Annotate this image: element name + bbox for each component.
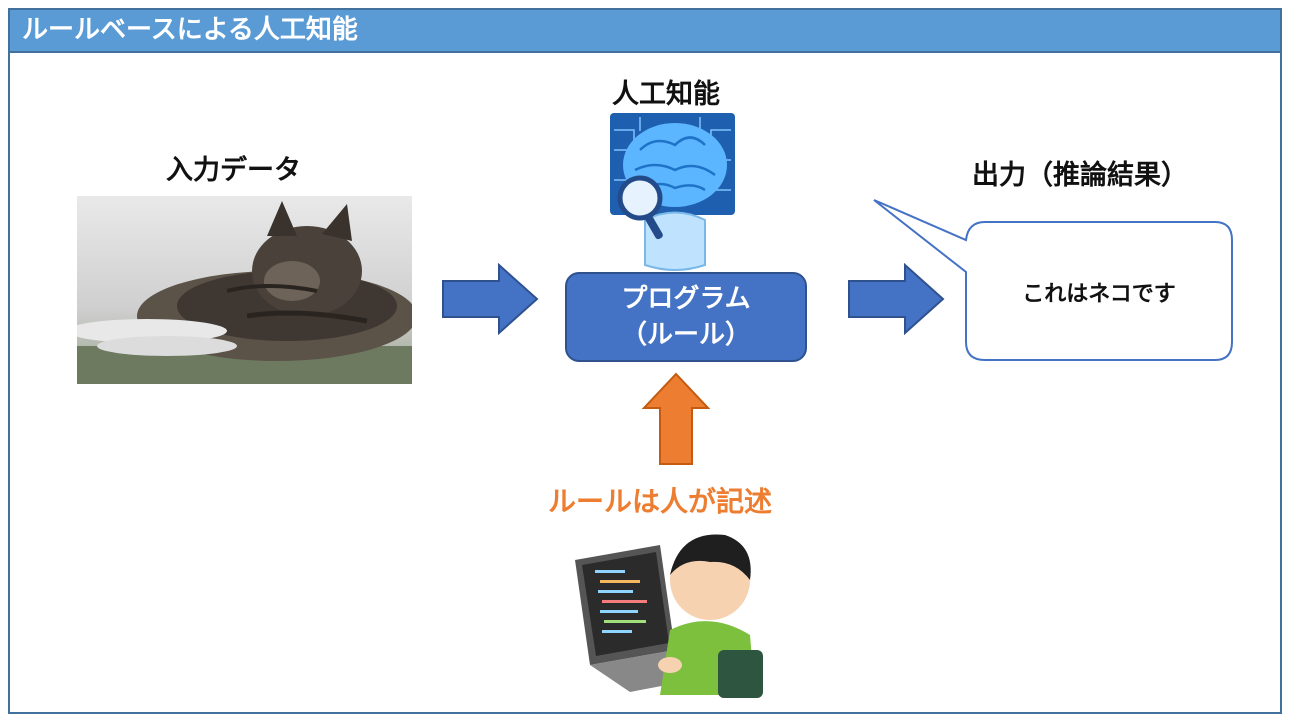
page-title: ルールベースによる人工知能 bbox=[8, 8, 1282, 53]
program-sublabel: （ルール） bbox=[620, 320, 751, 350]
ai-label: 人工知能 bbox=[612, 79, 720, 110]
arrow-up bbox=[642, 372, 710, 465]
cat-photo bbox=[77, 196, 412, 384]
output-result-text: これはネコです bbox=[1022, 282, 1176, 307]
program-box: プログラム （ルール） bbox=[565, 272, 807, 362]
input-label: 入力データ bbox=[166, 155, 301, 186]
output-label: 出力（推論結果） bbox=[972, 160, 1188, 191]
program-label: プログラム bbox=[621, 284, 751, 314]
programmer-icon bbox=[575, 534, 763, 698]
arrow-right-2 bbox=[848, 263, 945, 335]
ai-brain-icon bbox=[610, 113, 735, 271]
arrow-right-1 bbox=[442, 263, 539, 335]
rule-caption: ルールは人が記述 bbox=[548, 485, 773, 518]
speech-bubble bbox=[873, 199, 1233, 361]
